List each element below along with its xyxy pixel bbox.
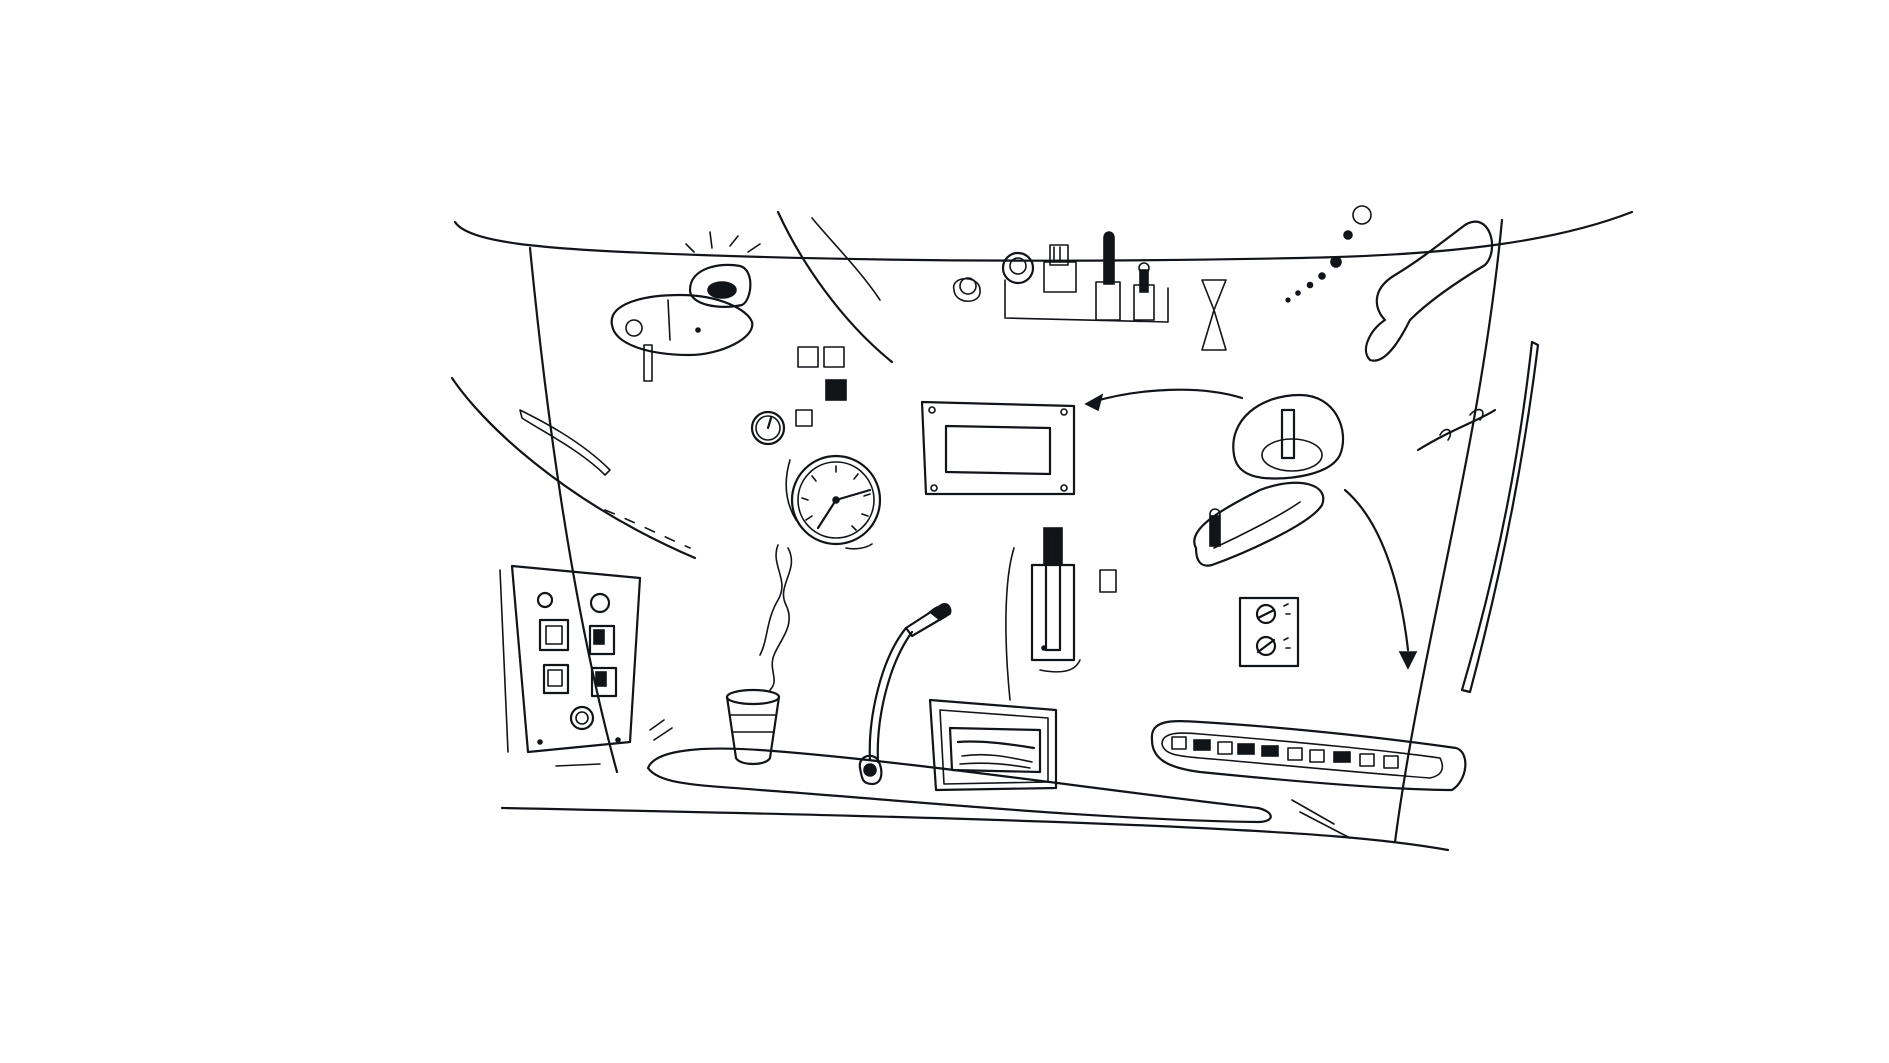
small-gauge-icon xyxy=(750,410,786,446)
steam-icon xyxy=(649,544,793,741)
direction-arrow-icon xyxy=(1084,388,1418,670)
dial-plate-icon xyxy=(1238,596,1300,668)
joystick-icon xyxy=(1193,393,1345,567)
document-tray-icon xyxy=(928,698,1058,792)
microphone-icon xyxy=(858,603,952,786)
display-screen-icon xyxy=(920,400,1076,496)
windshield-pillar-icon xyxy=(450,210,1540,844)
bracket-plate-icon xyxy=(610,293,754,382)
warning-beacon-icon xyxy=(685,231,761,308)
indicator-light-icon xyxy=(795,346,847,427)
speedometer-icon xyxy=(785,454,882,550)
control-buttons-icon xyxy=(953,231,1227,351)
button-strip-icon xyxy=(1150,720,1467,839)
switch-panel-icon xyxy=(499,564,642,767)
throttle-lever-icon xyxy=(1005,527,1117,701)
wiper-icon xyxy=(1285,205,1494,362)
coffee-cup-icon xyxy=(725,688,781,766)
